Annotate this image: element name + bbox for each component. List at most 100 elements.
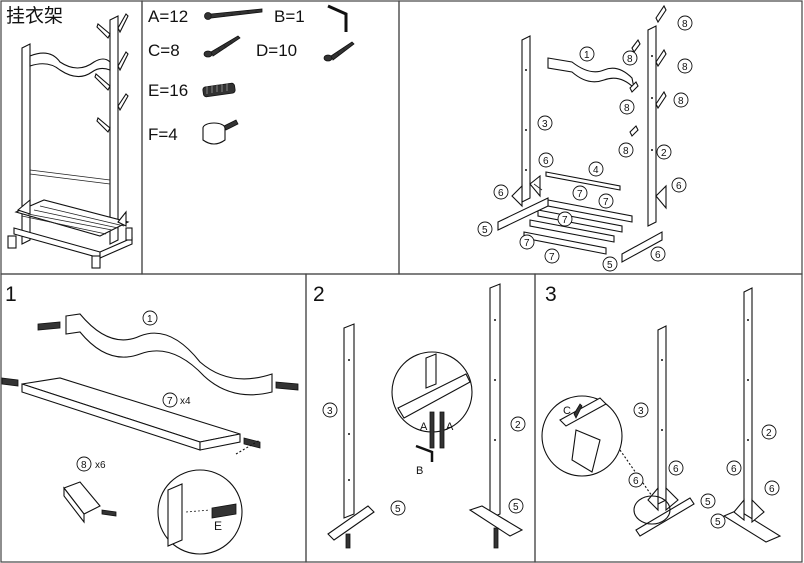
exploded-callout-7d: [519, 234, 535, 250]
step-3-callout-2: [761, 424, 777, 440]
step-3-callout-5a: [700, 493, 716, 509]
svg-text:1: 1: [584, 50, 590, 61]
svg-text:5: 5: [482, 225, 488, 236]
exploded-callout-6c: [671, 177, 687, 193]
step-1-qty-slats: x4: [180, 396, 191, 407]
svg-text:5: 5: [715, 517, 721, 528]
svg-text:3: 3: [638, 406, 644, 417]
svg-text:8: 8: [682, 19, 688, 30]
part-c-label: C=8: [148, 41, 180, 60]
step-1-number: 1: [5, 283, 17, 306]
step-3-number: 3: [545, 283, 557, 306]
exploded-callout-7b: [598, 193, 614, 209]
svg-text:2: 2: [661, 148, 667, 159]
step-1-callout-8: [76, 456, 92, 472]
svg-text:5: 5: [395, 504, 401, 515]
step-3-callout-6c: [726, 460, 742, 476]
step-2-key-letter: B: [416, 465, 423, 477]
part-d-label: D=10: [256, 41, 297, 60]
exploded-callout-6d: [650, 246, 666, 262]
svg-text:6: 6: [769, 484, 775, 495]
svg-text:6: 6: [633, 476, 639, 487]
svg-text:8: 8: [81, 460, 87, 471]
svg-text:6: 6: [673, 464, 679, 475]
svg-text:8: 8: [678, 96, 684, 107]
step-2-bolt-letter-2: A: [446, 421, 454, 433]
svg-text:3: 3: [327, 406, 333, 417]
step-3-callout-3: [633, 402, 649, 418]
svg-text:5: 5: [513, 502, 519, 513]
product-title: 挂衣架: [6, 5, 63, 27]
exploded-view-panel: 1 2 3 4 5 5 6 6 6 6 7 7 7 7 7 8 8 8 8 8 …: [477, 4, 693, 272]
exploded-callout-8b: [622, 50, 638, 66]
step-3-panel: 3 C 3 2 6 6 6 6 5 5: [541, 283, 782, 543]
svg-text:5: 5: [607, 260, 613, 271]
step-2-number: 2: [313, 283, 325, 306]
coat-rack-illustration: [7, 13, 133, 269]
exploded-callout-7c: [557, 211, 573, 227]
part-a-label: A=12: [148, 7, 188, 26]
svg-text:8: 8: [682, 62, 688, 73]
step-2-callout-2: [510, 416, 526, 432]
wood-screw-c-icon: [203, 35, 241, 58]
wooden-dowel-icon: [202, 82, 236, 98]
step-3-callout-5b: [710, 513, 726, 529]
step-1-callout-1: [142, 310, 158, 326]
svg-text:3: 3: [542, 119, 548, 130]
svg-text:4: 4: [593, 165, 599, 176]
wood-screw-d-icon: [323, 41, 355, 62]
svg-text:6: 6: [731, 464, 737, 475]
exploded-callout-5a: [477, 221, 493, 237]
svg-text:1: 1: [147, 314, 153, 325]
exploded-callout-4: [588, 161, 604, 177]
svg-text:2: 2: [766, 428, 772, 439]
part-f-label: F=4: [148, 125, 178, 144]
svg-text:7: 7: [549, 252, 555, 263]
exploded-callout-3: [537, 115, 553, 131]
svg-text:7: 7: [167, 396, 173, 407]
exploded-callout-8a: [677, 15, 693, 31]
step-1-qty-blocks: x6: [95, 460, 106, 471]
exploded-callout-1: [579, 46, 595, 62]
step-1-panel: 1 E 1 7 8 x4 x6: [1, 283, 299, 555]
step-2-callout-5a: [390, 500, 406, 516]
exploded-callout-8e: [673, 92, 689, 108]
svg-text:7: 7: [577, 189, 583, 200]
exploded-callout-5b: [602, 256, 618, 272]
step-2-callout-5b: [508, 498, 524, 514]
step-3-screw-letter: C: [563, 405, 571, 417]
step-3-callout-6b: [628, 472, 644, 488]
svg-text:2: 2: [515, 420, 521, 431]
svg-text:7: 7: [562, 215, 568, 226]
svg-text:6: 6: [676, 181, 682, 192]
step-3-callout-6a: [668, 460, 684, 476]
svg-text:6: 6: [498, 188, 504, 199]
svg-text:7: 7: [524, 238, 530, 249]
step-1-callout-7: [162, 392, 178, 408]
exploded-callout-8d: [619, 99, 635, 115]
svg-text:8: 8: [624, 103, 630, 114]
exploded-callout-8f: [618, 142, 634, 158]
step-2-panel: 2 A A B 3 2 5 5: [313, 283, 526, 549]
part-b-label: B=1: [274, 7, 305, 26]
exploded-callout-7a: [572, 185, 588, 201]
svg-text:6: 6: [655, 250, 661, 261]
svg-text:7: 7: [603, 197, 609, 208]
exploded-callout-2: [656, 144, 672, 160]
allen-key-icon: [327, 4, 348, 32]
svg-text:6: 6: [543, 156, 549, 167]
step-1-dowel-letter: E: [214, 519, 222, 533]
step-2-callout-3: [322, 402, 338, 418]
hardware-parts-panel: A=12 B=1 C=8 D=10 E=16: [148, 4, 355, 145]
step-2-bolt-letter-1: A: [420, 421, 428, 433]
step-3-callout-6d: [764, 480, 780, 496]
product-overview-panel: 挂衣架: [6, 5, 133, 269]
exploded-callout-8c: [677, 58, 693, 74]
exploded-callout-7e: [544, 248, 560, 264]
exploded-callout-6a: [538, 152, 554, 168]
long-bolt-icon: [204, 8, 263, 20]
svg-text:5: 5: [705, 497, 711, 508]
cam-lock-icon: [202, 119, 239, 145]
